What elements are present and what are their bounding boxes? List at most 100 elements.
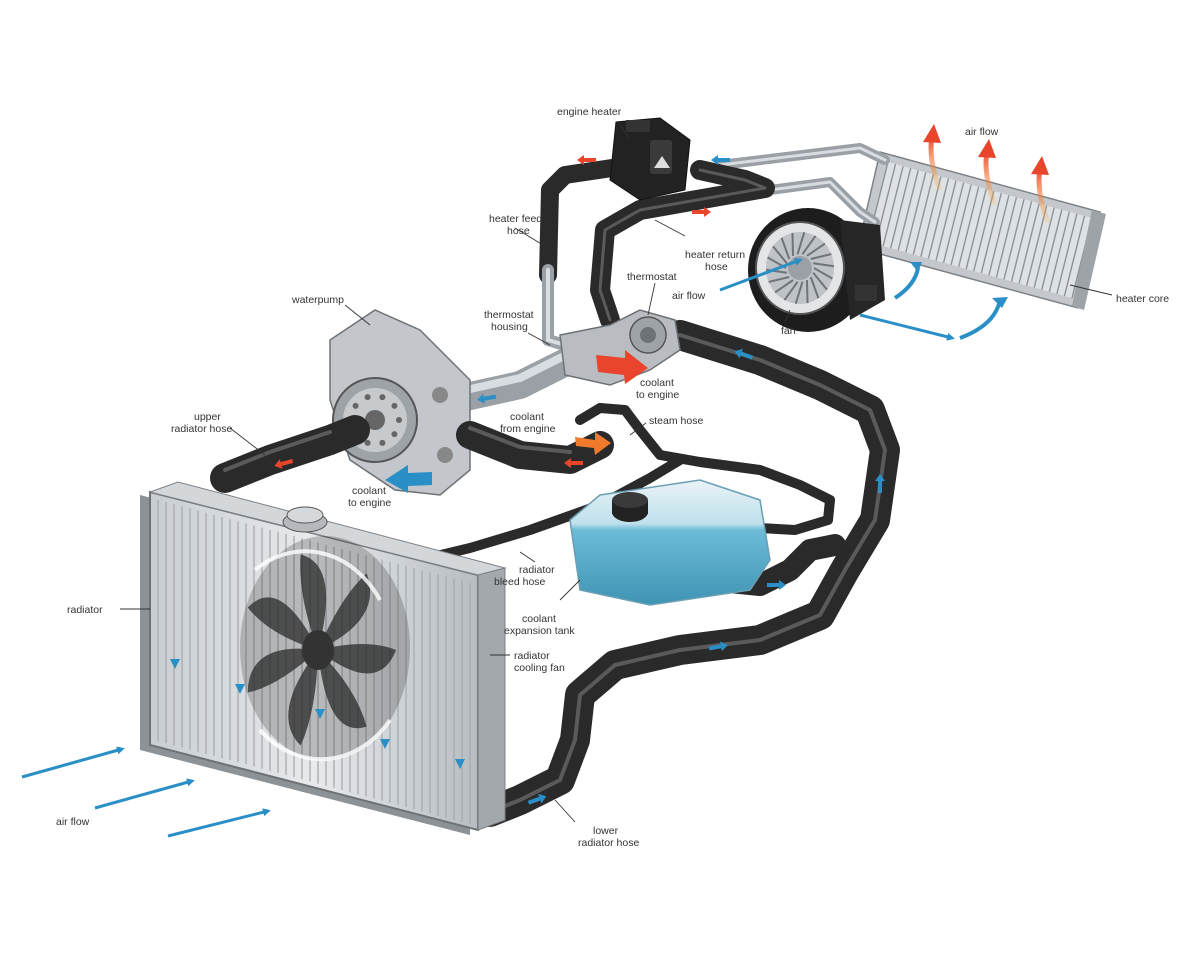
heater-core	[857, 151, 1106, 310]
heater-fin	[957, 186, 980, 268]
heater-fin	[882, 165, 904, 247]
water-pump-assembly	[329, 309, 681, 496]
label-coolant-from-engine-2: from engine	[500, 423, 556, 435]
hot-flow-arrow-shaft	[571, 461, 583, 465]
blower-vane	[801, 235, 817, 255]
label-lower-radiator-hose-1: lower	[593, 825, 619, 837]
air-flow-arrow	[167, 808, 271, 838]
label-radiator-cooling-fan-1: radiator	[514, 650, 550, 662]
cold-flow-arrow-shaft	[708, 644, 722, 651]
blower-vane	[796, 231, 806, 255]
label-radiator-bleed-hose-1: radiator	[519, 564, 555, 576]
blower-vane	[780, 237, 791, 260]
label-steam-hose: steam hose	[649, 415, 703, 427]
hot-flow-arrow-head	[274, 459, 283, 469]
fan-blade	[288, 650, 318, 746]
pump-bolt	[379, 394, 386, 401]
blower-vane	[772, 245, 788, 264]
fan-blade	[247, 648, 318, 693]
fan-blade	[318, 650, 367, 729]
expansion-tank	[569, 479, 771, 606]
label-radiator-cooling-fan-2: cooling fan	[514, 662, 565, 674]
blower-vane	[806, 280, 809, 304]
heater-fin	[980, 192, 1003, 274]
cold-flow-arrow-head	[711, 155, 718, 165]
blower-vane	[768, 276, 790, 283]
heater-fin	[1048, 211, 1071, 292]
label-coolant-expansion-tank-1: coolant	[522, 613, 556, 625]
blower-vanes	[765, 231, 835, 305]
cold-flow-arrow-shaft	[718, 158, 730, 162]
hot-flow-arrow-shaft	[692, 210, 704, 214]
heater-fin	[1018, 203, 1040, 284]
blower-vane	[810, 253, 832, 260]
coolant-from-engine-hose	[456, 421, 614, 474]
hot-air-arrowhead	[923, 124, 941, 143]
cold-flow-arrow	[708, 641, 728, 652]
cold-flow-arrow-shaft	[483, 394, 497, 401]
hot-flow-arrow-head	[704, 207, 711, 217]
heater-fin	[1003, 199, 1025, 280]
heater-fin	[935, 180, 957, 261]
heater-fin	[995, 197, 1018, 278]
hot-flow-arrow	[692, 207, 711, 217]
flow-arrows	[21, 124, 1051, 838]
heater-fin	[1010, 201, 1033, 282]
fan-blade	[318, 573, 371, 650]
cold-flow-arrow	[711, 155, 730, 165]
cold-flow-arrow-shaft	[740, 351, 754, 360]
air-flow-curve-arrow	[893, 267, 920, 300]
fan-blade	[318, 644, 396, 674]
heater-core-fins	[867, 161, 1093, 299]
labels: engine heater air flow heater feed hose …	[56, 106, 1169, 849]
pump-bolt	[364, 439, 371, 446]
heater-fin	[988, 195, 1010, 276]
cold-flow-arrow-head	[875, 474, 885, 481]
hot-flow-arrow	[274, 458, 294, 469]
cold-flow-arrow	[767, 580, 786, 590]
hot-flow-arrow-shaft	[280, 458, 294, 466]
label-air-flow-top: air flow	[965, 126, 999, 138]
bypass-hose	[475, 320, 900, 827]
coolant-bar-arrowhead	[455, 759, 465, 769]
radiator-coolant-bars	[170, 572, 465, 769]
pump-bolt	[391, 431, 398, 438]
heater-fin	[973, 190, 995, 272]
label-heater-feed-hose-2: hose	[507, 225, 530, 237]
cold-flow-arrow-head	[734, 348, 743, 359]
blower-vane	[794, 281, 804, 305]
fan-blade	[247, 597, 318, 650]
heater-fin	[927, 178, 950, 259]
heater-fin	[1056, 213, 1078, 295]
pump-bolt	[352, 402, 359, 409]
coolant-to-engine-arrow	[596, 350, 648, 384]
blower-vane	[806, 242, 826, 257]
label-thermostat-housing-1: thermostat	[484, 309, 534, 321]
engine-heater	[609, 117, 691, 201]
blower-fan	[748, 208, 885, 332]
heater-fin	[965, 188, 987, 270]
hot-air-arrowhead	[1031, 156, 1049, 175]
coolant-bar-arrowhead	[315, 709, 325, 719]
heater-fin	[1041, 209, 1063, 290]
label-heater-return-hose-2: hose	[705, 261, 728, 273]
label-heater-core: heater core	[1116, 293, 1169, 305]
label-thermostat-housing-2: housing	[491, 321, 528, 333]
label-coolant-to-engine-right-2: to engine	[636, 389, 679, 401]
cold-flow-arrow-head	[779, 580, 786, 590]
label-air-flow-fan: air flow	[672, 290, 706, 302]
heater-fin	[912, 174, 935, 255]
label-fan: fan	[781, 325, 796, 337]
leader-lines	[120, 124, 1113, 823]
pump-bolt	[391, 402, 398, 409]
coolant-bar-arrowhead	[170, 659, 180, 669]
pump-bolt	[379, 439, 386, 446]
air-flow-curve-arrowhead	[910, 262, 922, 272]
fan-blade	[300, 554, 327, 650]
air-flow-arrow	[21, 746, 125, 779]
heater-fin	[905, 172, 927, 253]
cold-flow-arrow-head	[720, 641, 728, 652]
heater-fin	[950, 184, 972, 265]
label-heater-feed-hose-1: heater feed	[489, 213, 542, 225]
